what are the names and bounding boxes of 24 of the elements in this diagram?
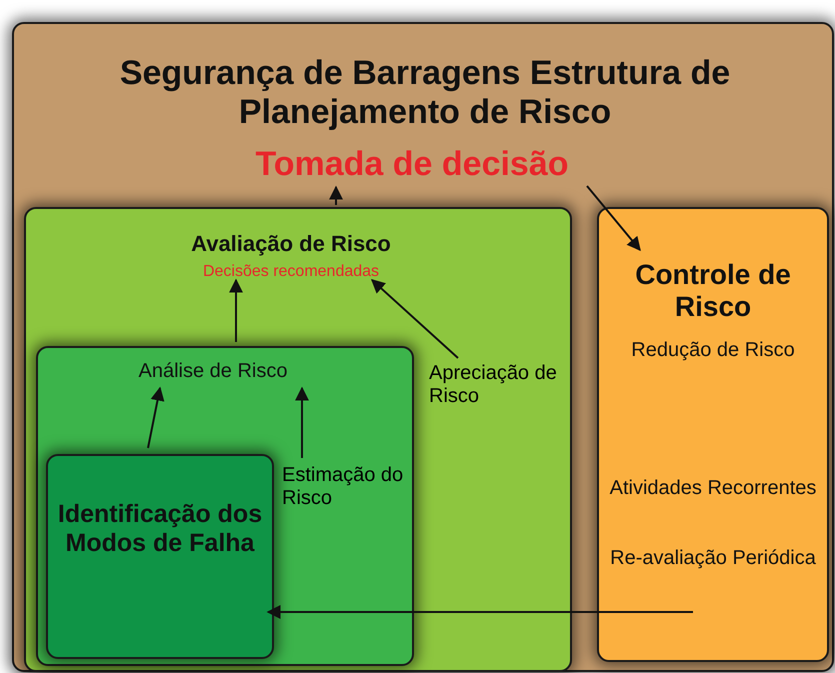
box-heading: Segurança de Barragens Estrutura de Planejamento de Risco (118, 54, 732, 132)
box-text: Decisões recomendadas (202, 263, 380, 282)
arrow (586, 185, 641, 252)
box-heading: Análise de Risco (138, 360, 288, 383)
label-text: Apreciação de Risco (429, 362, 574, 422)
arrow (329, 186, 343, 205)
arrow (295, 386, 309, 458)
label-text: Estimação do Risco (282, 464, 408, 524)
box-text: Re-avaliação Periódica (609, 547, 817, 570)
frame-panel (12, 22, 834, 672)
control-panel (597, 207, 829, 662)
evaluation-panel (24, 207, 572, 672)
box-text: Redução de Risco (630, 339, 796, 362)
arrow (266, 605, 693, 619)
arrow (147, 386, 164, 448)
box-heading: Identificação dos Modos de Falha (56, 500, 264, 558)
analysis-panel (36, 346, 414, 666)
identification-panel (46, 454, 274, 659)
arrow (370, 279, 459, 359)
box-text: Atividades Recorrentes (608, 477, 818, 500)
box-heading: Avaliação de Risco (190, 231, 392, 256)
label-text: Tomada de decisão (217, 145, 607, 189)
box-heading: Controle de Risco (634, 259, 792, 324)
arrow (229, 278, 243, 342)
